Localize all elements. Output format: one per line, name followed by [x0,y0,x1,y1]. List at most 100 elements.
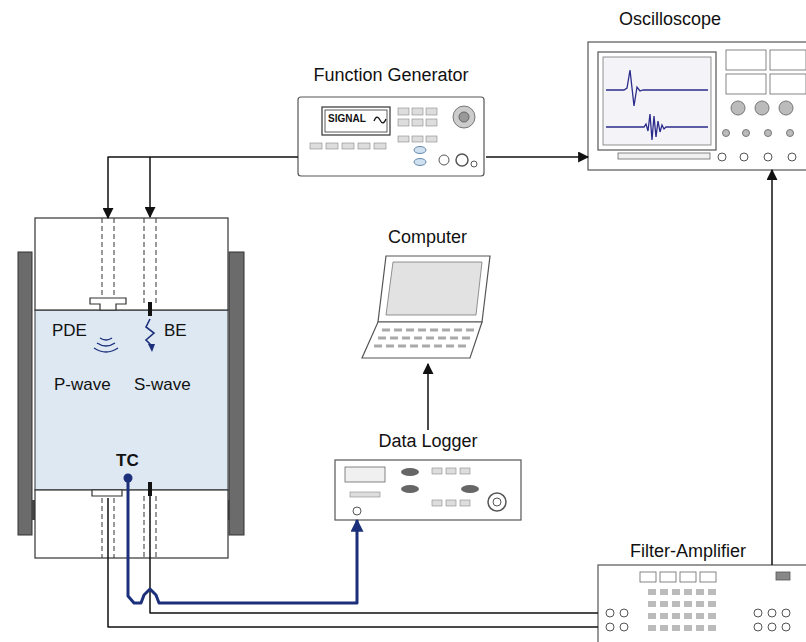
key-grid [648,592,716,628]
panel-key [412,136,423,142]
panel-key [412,108,423,115]
output-jack [471,161,477,167]
bottom-cap [35,490,228,558]
panel-key [358,143,370,149]
p-wave-symbol [94,348,118,352]
panel-key [342,143,354,149]
computer: Computer [360,226,497,364]
output-jack [754,609,762,617]
s-wave-symbol [148,344,155,352]
panel-key [660,572,676,582]
input-jack [740,153,748,161]
input-jack [606,623,614,631]
panel-key [726,50,766,70]
signal-wire [427,364,429,430]
signal-wire [486,156,588,158]
top-cap [35,218,228,310]
signal-wire [150,558,598,613]
oscilloscope-screen [603,57,711,145]
bender-element [148,482,152,496]
panel-key [412,119,423,126]
sensor-label: BE [164,322,187,341]
panel-key [446,500,456,506]
soil-specimen [35,310,228,490]
panel-key [398,108,409,115]
sensor-label: PDE [52,322,87,341]
knob [488,493,506,511]
signal-wire [771,538,773,565]
data-logger-body [335,460,521,520]
panel-key [398,119,409,126]
piezo-disk-element [92,490,122,496]
signal-wire [771,170,773,538]
filter-amplifier: Filter-Amplifier [598,538,806,642]
knob [453,106,475,128]
knob [731,101,745,115]
output-jack [754,623,762,631]
panel-key [426,136,437,142]
knob [459,112,469,122]
side-plate [18,252,32,535]
sample-cell: PDEBEP-waveS-waveTC [18,218,245,558]
panel-key [776,572,790,580]
waveform [606,70,708,106]
output-jack [782,609,790,617]
panel-key [726,74,766,94]
thermocouple-tip [124,474,133,483]
side-plate [229,252,244,535]
device-label: Data Logger [335,432,521,452]
button [401,485,419,493]
device-label: Filter-Amplifier [598,542,778,562]
signal-wire [149,157,151,217]
panel-key [432,500,442,506]
oscilloscope-body [588,42,806,170]
laptop-screen [386,262,482,315]
laptop-screen-frame [378,256,490,322]
waveform [606,114,708,140]
output-jack [768,609,776,617]
wave-label: P-wave [54,376,111,395]
panel-slot [618,153,710,159]
button [787,130,794,137]
panel-key [432,468,442,474]
panel-key [398,136,409,142]
output-jack [456,154,468,166]
panel-key [350,492,380,497]
knob [493,498,501,506]
panel-key [680,572,696,582]
oscilloscope: Oscilloscope [588,6,806,170]
input-jack [764,153,772,161]
cable-channel [102,218,156,304]
device-label: Function Generator [298,66,484,86]
signal-wire [108,157,298,218]
keyboard-keys [374,330,474,346]
wave-label: S-wave [134,376,191,395]
thermocouple-wire [127,480,130,558]
panel-key [374,143,386,149]
panel-key [446,468,456,474]
button [723,130,730,137]
piezo-disk-element [90,298,126,310]
oscilloscope-screen-frame [598,52,716,150]
button [401,468,419,476]
input-jack [788,153,796,161]
panel-key [310,143,322,149]
function-generator: Function GeneratorSIGNAL [298,62,486,176]
filter-amplifier-body [598,565,806,642]
knob [755,101,769,115]
knob [779,101,793,115]
p-wave-symbol [100,338,112,340]
output-jack [782,623,790,631]
button [414,159,426,166]
function-generator-body [298,97,484,176]
button [765,130,772,137]
s-wave-symbol [146,319,154,346]
input-jack [718,153,726,161]
sine-symbol [374,117,386,123]
screen-text: SIGNAL [328,113,366,124]
generator-screen [325,110,387,132]
panel-key [460,468,470,474]
panel-key [640,572,656,582]
p-wave-symbol [97,343,115,346]
